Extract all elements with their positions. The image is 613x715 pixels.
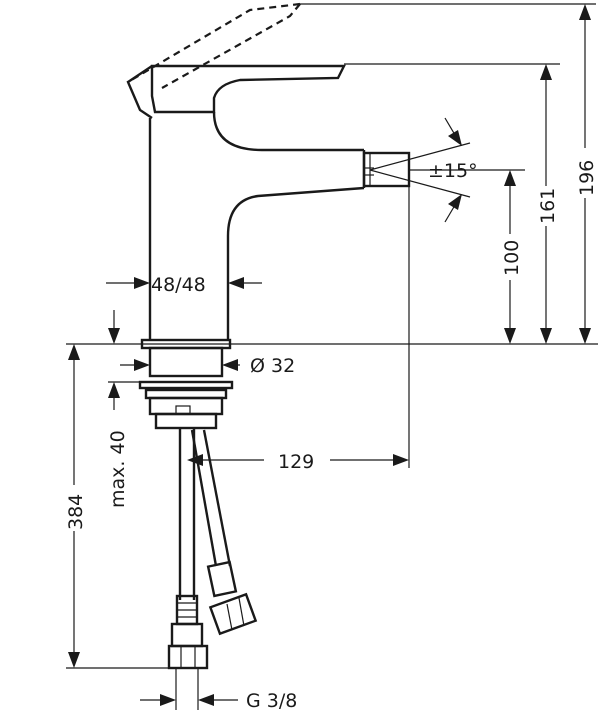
label-129: 129 bbox=[278, 451, 314, 473]
label-32: Ø 32 bbox=[250, 355, 295, 377]
label-max-40: max. 40 bbox=[107, 430, 129, 508]
label-196: 196 bbox=[576, 160, 598, 196]
dimension-g38 bbox=[140, 694, 238, 706]
label-100: 100 bbox=[501, 240, 523, 276]
faucet-body bbox=[126, 64, 411, 340]
label-384: 384 bbox=[65, 494, 87, 530]
label-161: 161 bbox=[537, 188, 559, 224]
label-g38: G 3/8 bbox=[246, 690, 297, 712]
lever-raised-position bbox=[127, 2, 301, 89]
label-48-48: 48/48 bbox=[151, 274, 206, 296]
dimension-max-40 bbox=[108, 310, 120, 410]
dimension-48-48 bbox=[106, 277, 262, 289]
label-angle: ±15° bbox=[428, 160, 478, 182]
dimension-angle bbox=[444, 117, 462, 223]
extension-lines bbox=[66, 3, 598, 710]
faucet-base bbox=[138, 338, 234, 430]
supply-hoses bbox=[167, 428, 258, 670]
dimension-32 bbox=[120, 359, 240, 371]
dimension-129 bbox=[187, 454, 409, 466]
